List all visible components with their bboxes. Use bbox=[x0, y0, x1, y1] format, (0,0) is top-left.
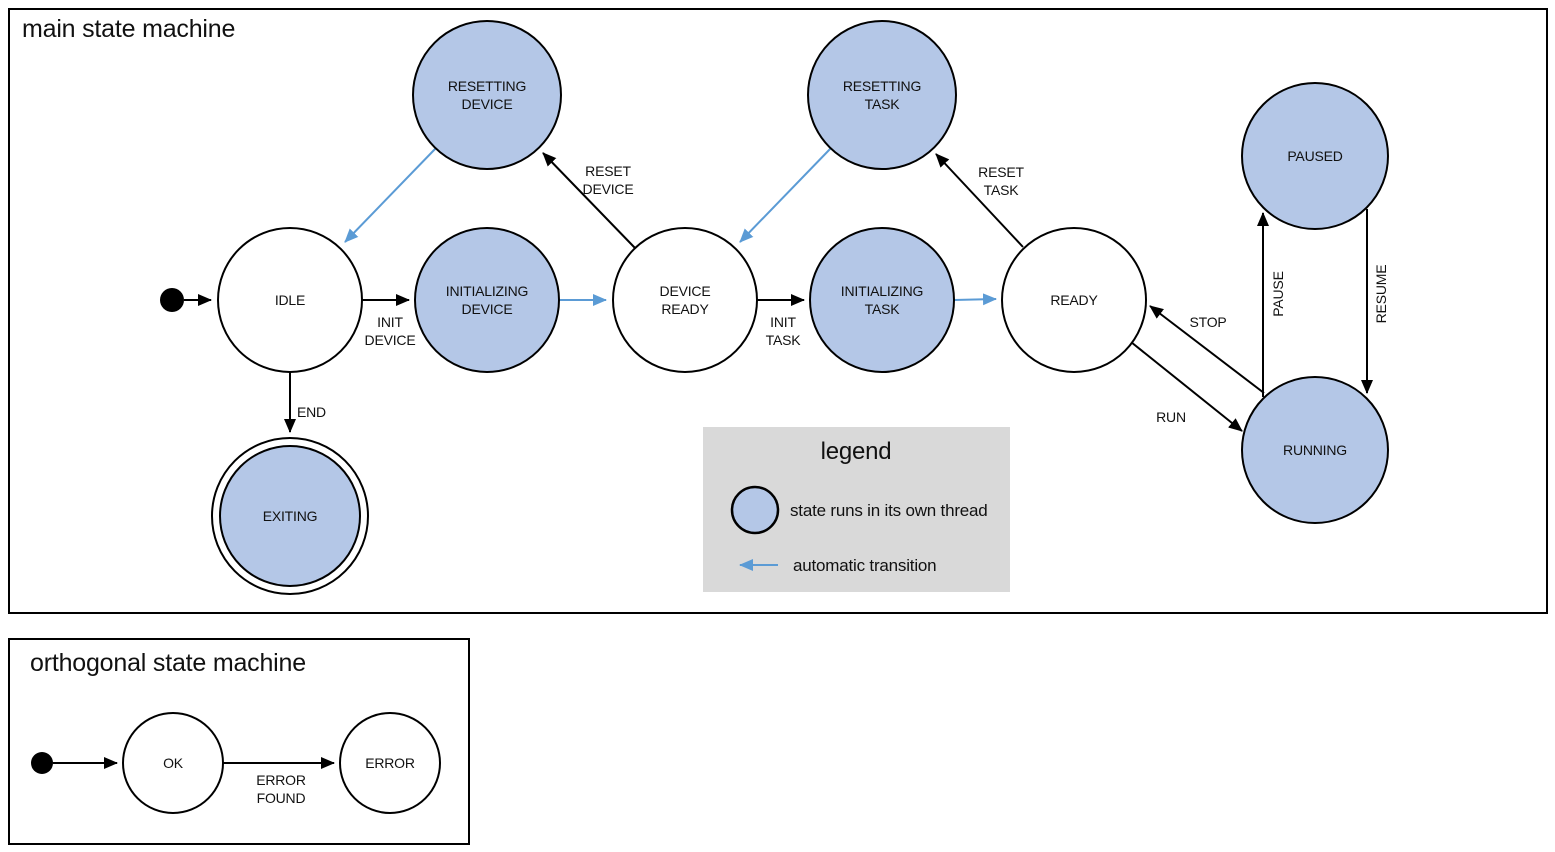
state-resetting-task-circle bbox=[807, 20, 957, 170]
svg-text:FOUND: FOUND bbox=[257, 790, 306, 806]
svg-text:PAUSED: PAUSED bbox=[1287, 148, 1342, 164]
state-initializing-device: INITIALIZING DEVICE bbox=[414, 227, 560, 373]
state-paused: PAUSED bbox=[1241, 82, 1389, 230]
state-device-ready-circle bbox=[612, 227, 758, 373]
svg-text:RESET: RESET bbox=[978, 164, 1024, 180]
orthogonal-state-machine-group: orthogonal state machine ERROR FOUND OK … bbox=[8, 638, 470, 845]
legend: legend state runs in its own thread auto… bbox=[703, 427, 1010, 592]
svg-text:RESET: RESET bbox=[585, 163, 631, 179]
orthogonal-initial-state-dot bbox=[31, 752, 53, 774]
state-resetting-device: RESETTING DEVICE bbox=[412, 20, 562, 170]
edge-label-run: RUN bbox=[1156, 409, 1186, 425]
svg-text:OK: OK bbox=[163, 755, 184, 771]
state-ok-circle bbox=[122, 712, 224, 814]
svg-text:INITIALIZING: INITIALIZING bbox=[841, 283, 923, 299]
orthogonal-title: orthogonal state machine bbox=[30, 649, 306, 677]
edge-label-pause: PAUSE bbox=[1270, 271, 1286, 316]
state-paused-circle bbox=[1241, 82, 1389, 230]
svg-text:TASK: TASK bbox=[766, 332, 802, 348]
state-running: RUNNING bbox=[1241, 376, 1389, 524]
legend-auto-label: automatic transition bbox=[793, 556, 936, 575]
legend-thread-label: state runs in its own thread bbox=[790, 501, 988, 520]
state-initializing-device-circle bbox=[414, 227, 560, 373]
state-error-circle bbox=[339, 712, 441, 814]
svg-text:DEVICE: DEVICE bbox=[660, 283, 711, 299]
edge-label-init-device: INIT DEVICE bbox=[365, 314, 416, 348]
svg-text:DEVICE: DEVICE bbox=[462, 301, 513, 317]
svg-text:READY: READY bbox=[1050, 292, 1098, 308]
state-exiting-inner-circle bbox=[219, 445, 361, 587]
state-idle: IDLE bbox=[217, 227, 363, 373]
svg-text:DEVICE: DEVICE bbox=[583, 181, 634, 197]
edge-running-to-ready bbox=[1149, 305, 1265, 394]
svg-text:INIT: INIT bbox=[770, 314, 796, 330]
legend-thread-state-icon bbox=[730, 485, 780, 535]
svg-text:INITIALIZING: INITIALIZING bbox=[446, 283, 528, 299]
edge-label-error-found: ERROR FOUND bbox=[256, 772, 306, 806]
svg-text:RUNNING: RUNNING bbox=[1283, 442, 1347, 458]
edge-initializing-task-to-ready-auto bbox=[953, 293, 997, 306]
svg-text:READY: READY bbox=[661, 301, 709, 317]
svg-text:RESETTING: RESETTING bbox=[448, 78, 526, 94]
state-initializing-task-circle bbox=[809, 227, 955, 373]
edge-label-reset-device: RESET DEVICE bbox=[583, 163, 634, 197]
initial-state-dot bbox=[160, 288, 184, 312]
svg-text:IDLE: IDLE bbox=[275, 292, 305, 308]
state-initializing-task: INITIALIZING TASK bbox=[809, 227, 955, 373]
svg-text:EXITING: EXITING bbox=[263, 508, 318, 524]
state-exiting-final: EXITING bbox=[211, 437, 369, 595]
edge-resetting-task-to-device-ready-auto bbox=[739, 147, 832, 243]
svg-text:TASK: TASK bbox=[865, 96, 901, 112]
legend-title: legend bbox=[821, 438, 892, 465]
svg-text:RESETTING: RESETTING bbox=[843, 78, 921, 94]
svg-text:ERROR: ERROR bbox=[365, 755, 415, 771]
svg-text:ERROR: ERROR bbox=[256, 772, 306, 788]
edge-ready-to-running bbox=[1130, 341, 1243, 432]
edge-label-reset-task: RESET TASK bbox=[978, 164, 1025, 198]
state-resetting-task: RESETTING TASK bbox=[807, 20, 957, 170]
svg-text:DEVICE: DEVICE bbox=[462, 96, 513, 112]
state-running-circle bbox=[1241, 376, 1389, 524]
edge-resetting-device-to-idle-auto bbox=[344, 147, 437, 243]
state-device-ready: DEVICE READY bbox=[612, 227, 758, 373]
edge-label-init-task: INIT TASK bbox=[766, 314, 802, 348]
edge-device-ready-to-resetting-device bbox=[542, 152, 636, 249]
svg-text:TASK: TASK bbox=[865, 301, 901, 317]
edge-label-end: END bbox=[297, 404, 326, 420]
edge-label-stop: STOP bbox=[1189, 314, 1226, 330]
state-ready: READY bbox=[1001, 227, 1147, 373]
svg-text:TASK: TASK bbox=[984, 182, 1020, 198]
svg-text:INIT: INIT bbox=[377, 314, 403, 330]
svg-text:DEVICE: DEVICE bbox=[365, 332, 416, 348]
main-title: main state machine bbox=[22, 15, 235, 43]
edge-ready-to-resetting-task bbox=[935, 153, 1024, 248]
state-ready-circle bbox=[1001, 227, 1147, 373]
state-resetting-device-circle bbox=[412, 20, 562, 170]
state-error: ERROR bbox=[339, 712, 441, 814]
main-state-machine-group: main state machine INIT DEVICE RESET DEV… bbox=[8, 8, 1548, 614]
edge-label-resume: RESUME bbox=[1373, 265, 1389, 324]
state-idle-circle bbox=[217, 227, 363, 373]
state-ok: OK bbox=[122, 712, 224, 814]
